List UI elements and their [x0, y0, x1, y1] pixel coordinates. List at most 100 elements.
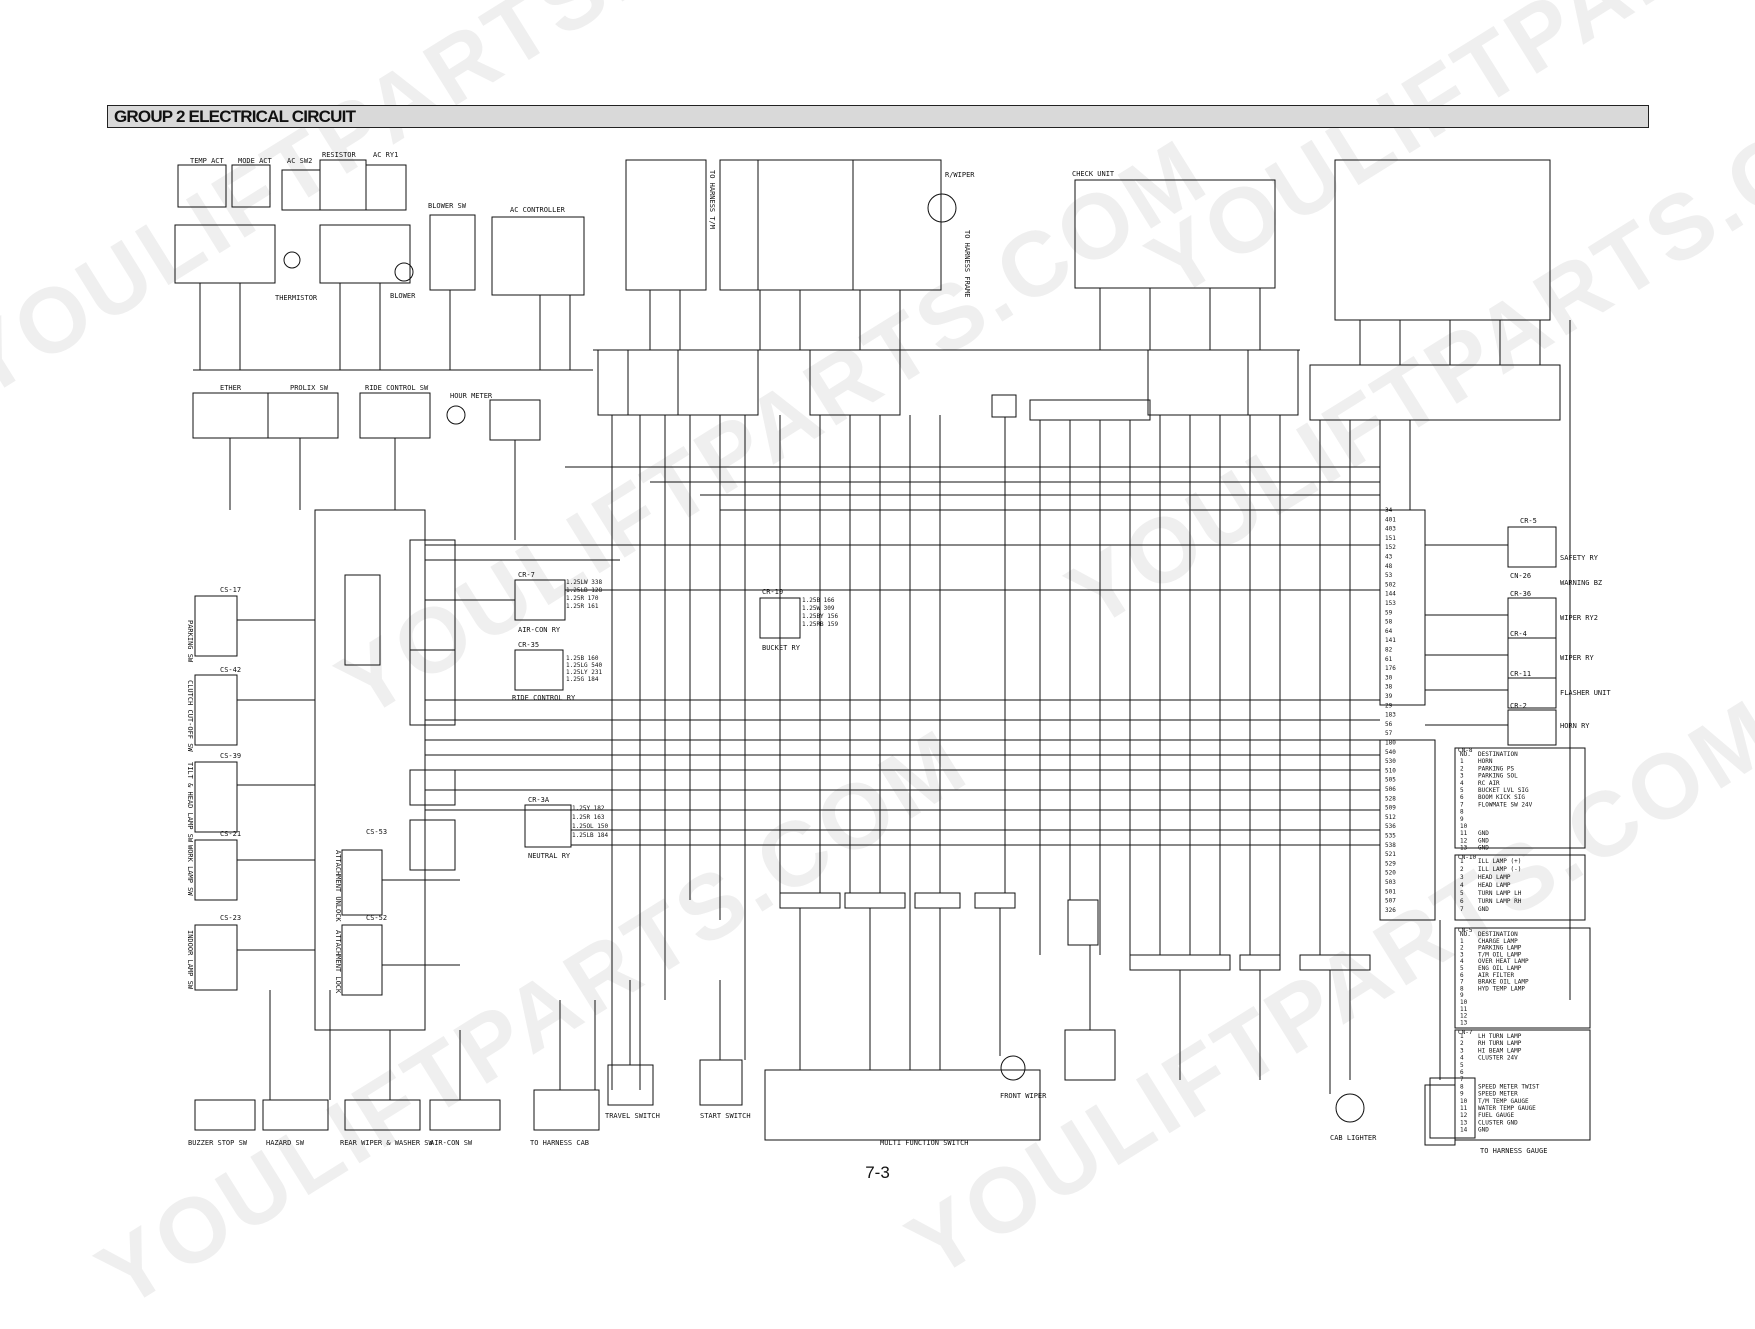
table-row-no: 9	[1460, 992, 1464, 999]
hazard-switch	[262, 1099, 329, 1131]
mode-act-label: MODE ACT	[238, 157, 273, 165]
wire-label: 58	[1385, 619, 1393, 626]
table-row-no: 2	[1460, 866, 1464, 873]
wire-label: 153	[1385, 600, 1396, 607]
wire-label: 59	[1385, 609, 1393, 616]
table-row-destination: BOOM KICK SIG	[1478, 794, 1525, 801]
wire-label: 510	[1385, 767, 1396, 774]
wire-label: 1.25LG 540	[566, 662, 603, 669]
ac-ry1-label: AC RY1	[373, 151, 398, 159]
attachment-unlock-label: ATTACHMENT UNLOCK	[334, 850, 342, 922]
ac-sw2-box	[281, 169, 321, 211]
wire-label: 53	[1385, 572, 1393, 579]
table-row-no: 1	[1460, 1033, 1464, 1040]
table-row-no: 9	[1460, 1091, 1464, 1098]
ether-switch	[192, 392, 269, 439]
table-row-no: 4	[1460, 958, 1464, 965]
neutral-ry-label: NEUTRAL RY	[528, 852, 571, 860]
table-row-no: 3	[1460, 773, 1464, 780]
table-row-no: 7	[1460, 979, 1464, 986]
ac-controller-box	[491, 216, 585, 296]
table-row-no: 12	[1460, 1112, 1468, 1119]
table-row-no: 7	[1460, 801, 1464, 808]
wire-label: 1.25RB 159	[802, 621, 839, 628]
table-row-destination: OVER HEAT LAMP	[1478, 958, 1529, 965]
cn-12-block	[625, 159, 707, 291]
table-row-destination: TURN LAMP LH	[1478, 890, 1522, 897]
table-row-no: 3	[1460, 951, 1464, 958]
table-row-no: 11	[1460, 1105, 1468, 1112]
table-row-no: 4	[1460, 780, 1464, 787]
wire-label: 520	[1385, 870, 1396, 877]
prolix-sw-label: PROLIX SW	[290, 384, 329, 392]
wire-label: 512	[1385, 814, 1396, 821]
cn-2-block	[757, 159, 854, 291]
table-row-no: 8	[1460, 809, 1464, 816]
table-row-destination: LH TURN LAMP	[1478, 1033, 1522, 1040]
flasher-unit	[1507, 677, 1557, 709]
ether-label: ETHER	[220, 384, 242, 392]
start-switch-label: START SWITCH	[700, 1112, 751, 1120]
cab-lighter	[1335, 1093, 1365, 1123]
wire-label: 56	[1385, 721, 1393, 728]
blower-label: BLOWER	[390, 292, 416, 300]
to-harness-frame-label: TO HARNESS FRAME	[963, 230, 971, 297]
table-row-destination: ILL LAMP (-)	[1478, 866, 1521, 873]
check-unit-label: CHECK UNIT	[1072, 170, 1115, 178]
ac-sw2-label: AC SW2	[287, 157, 312, 165]
table-row-no: 6	[1460, 1069, 1464, 1076]
cs23-label: CS-23	[220, 914, 241, 922]
wire-label: 530	[1385, 758, 1396, 765]
attachment-lock-box	[341, 924, 383, 996]
hour-meter-label: HOUR METER	[450, 392, 493, 400]
multi-function-switch-label: MULTI FUNCTION SWITCH	[880, 1139, 969, 1147]
table-header: NO.	[1460, 751, 1471, 758]
front-wiper-label: FRONT WIPER	[1000, 1092, 1047, 1100]
wire-label: 540	[1385, 749, 1396, 756]
table-row-destination: FUEL GAUGE	[1478, 1112, 1515, 1119]
clutch-switch-box	[194, 674, 238, 746]
wire-label: 1.25B 166	[802, 597, 835, 604]
wire-label: 38	[1385, 684, 1393, 691]
electrical-schematic: TEMP ACT MODE ACT AC SW2 RESISTOR AC RY1…	[174, 151, 1611, 1155]
table-row-destination: BUCKET LVL SIG	[1478, 787, 1529, 794]
table-row-destination: GND	[1478, 845, 1489, 852]
wire-label: 39	[1385, 693, 1393, 700]
wiper-ry2-label: WIPER RY2	[1560, 614, 1598, 622]
table-row-no: 5	[1460, 890, 1464, 897]
table-row-no: 6	[1460, 972, 1464, 979]
indoor-lamp-sw-label: INDOOR LAMP SW	[186, 930, 194, 990]
table-row-no: 1	[1460, 858, 1464, 865]
wire-label: 43	[1385, 554, 1393, 561]
table-row-no: 4	[1460, 1055, 1464, 1062]
r-wiper-label: R/WIPER	[945, 171, 975, 179]
table-row-no: 3	[1460, 874, 1464, 881]
table-row-no: 13	[1460, 1119, 1468, 1126]
wire-label: 535	[1385, 833, 1396, 840]
rear-wiper-switch	[344, 1099, 421, 1131]
rear-wiper-motor	[927, 193, 957, 223]
table-row-no: 12	[1460, 837, 1468, 844]
mode-act-box	[231, 164, 271, 208]
wire-label: 180	[1385, 740, 1396, 747]
cr3a-label: CR-3A	[528, 796, 550, 804]
wire-label: 82	[1385, 647, 1393, 654]
travel-switch	[607, 1064, 654, 1106]
table-row-no: 6	[1460, 898, 1464, 905]
cn8-table-title: CN-8	[1458, 747, 1473, 754]
wire-label: 152	[1385, 544, 1396, 551]
wire-label: 1.25W 309	[802, 605, 835, 612]
wire-label: 151	[1385, 535, 1396, 542]
wire-label: 521	[1385, 851, 1396, 858]
wire-label: 501	[1385, 888, 1396, 895]
wire-label: 403	[1385, 526, 1396, 533]
cr35-label: CR-35	[518, 641, 539, 649]
wire-label: 503	[1385, 879, 1396, 886]
table-row-no: 7	[1460, 906, 1464, 913]
wire-label: 61	[1385, 656, 1393, 663]
table-row-no: 10	[1460, 823, 1468, 830]
cs52-label: CS-52	[366, 914, 387, 922]
clutch-cutoff-sw-label: CLUTCH CUT-OFF SW	[186, 680, 194, 752]
cn10-table-title: CN-10	[1458, 854, 1476, 861]
attachment-unlock-box	[341, 849, 383, 916]
